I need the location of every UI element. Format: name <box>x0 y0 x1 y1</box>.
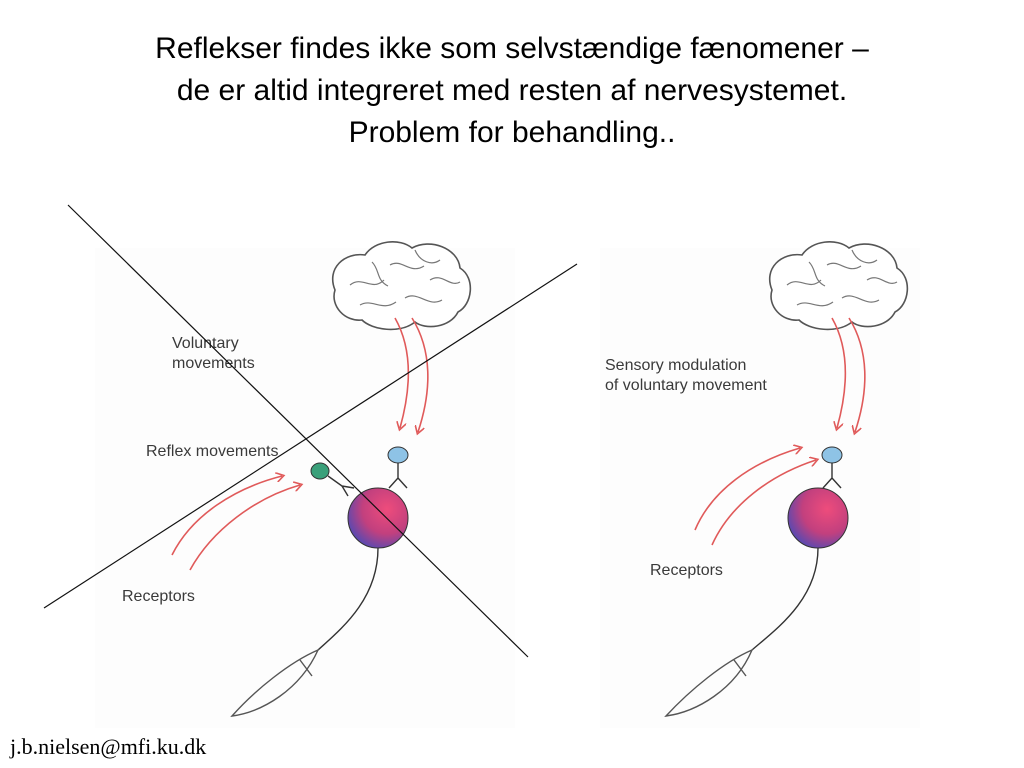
right-descending-arrow-icon <box>831 317 866 432</box>
left-descending-arrow-icon <box>394 317 429 432</box>
left-receptors-label: Receptors <box>122 588 195 605</box>
title-line-3: Problem for behandling.. <box>348 116 676 149</box>
title-line-1: Reflekser findes ikke som selvstændige f… <box>155 32 869 65</box>
author-email: j.b.nielsen@mfi.ku.dk <box>10 734 207 759</box>
right-axon <box>751 547 819 651</box>
left-receptor-arrow-icon <box>171 476 300 571</box>
right-receptor-arrow-icon <box>694 448 816 546</box>
cross-line-1 <box>67 204 529 658</box>
right-brain-icon <box>769 241 909 331</box>
left-muscle-icon <box>230 648 320 717</box>
left-axon <box>317 547 379 651</box>
right-receptors-label: Receptors <box>650 562 723 579</box>
voluntary-label-line2: movements <box>172 355 255 372</box>
left-figure-background <box>95 248 515 728</box>
reflex-movements-label: Reflex movements <box>146 443 279 460</box>
left-brain-icon <box>332 241 472 331</box>
sensory-modulation-label-line2: of voluntary movement <box>605 377 767 394</box>
voluntary-label-line1: Voluntary <box>172 335 239 352</box>
left-motoneuron-icon <box>347 487 409 549</box>
slide-title: Reflekser findes ikke som selvstændige f… <box>0 28 1024 154</box>
right-motoneuron-icon <box>787 487 849 549</box>
cross-line-2 <box>43 263 578 609</box>
left-reflex-neuron-icon <box>310 462 355 497</box>
left-interneuron-icon <box>387 446 409 489</box>
sensory-modulation-label-line1: Sensory modulation <box>605 357 746 374</box>
right-interneuron-icon <box>821 446 843 489</box>
title-line-2: de er altid integreret med resten af ner… <box>176 74 848 107</box>
right-muscle-icon <box>664 648 754 717</box>
